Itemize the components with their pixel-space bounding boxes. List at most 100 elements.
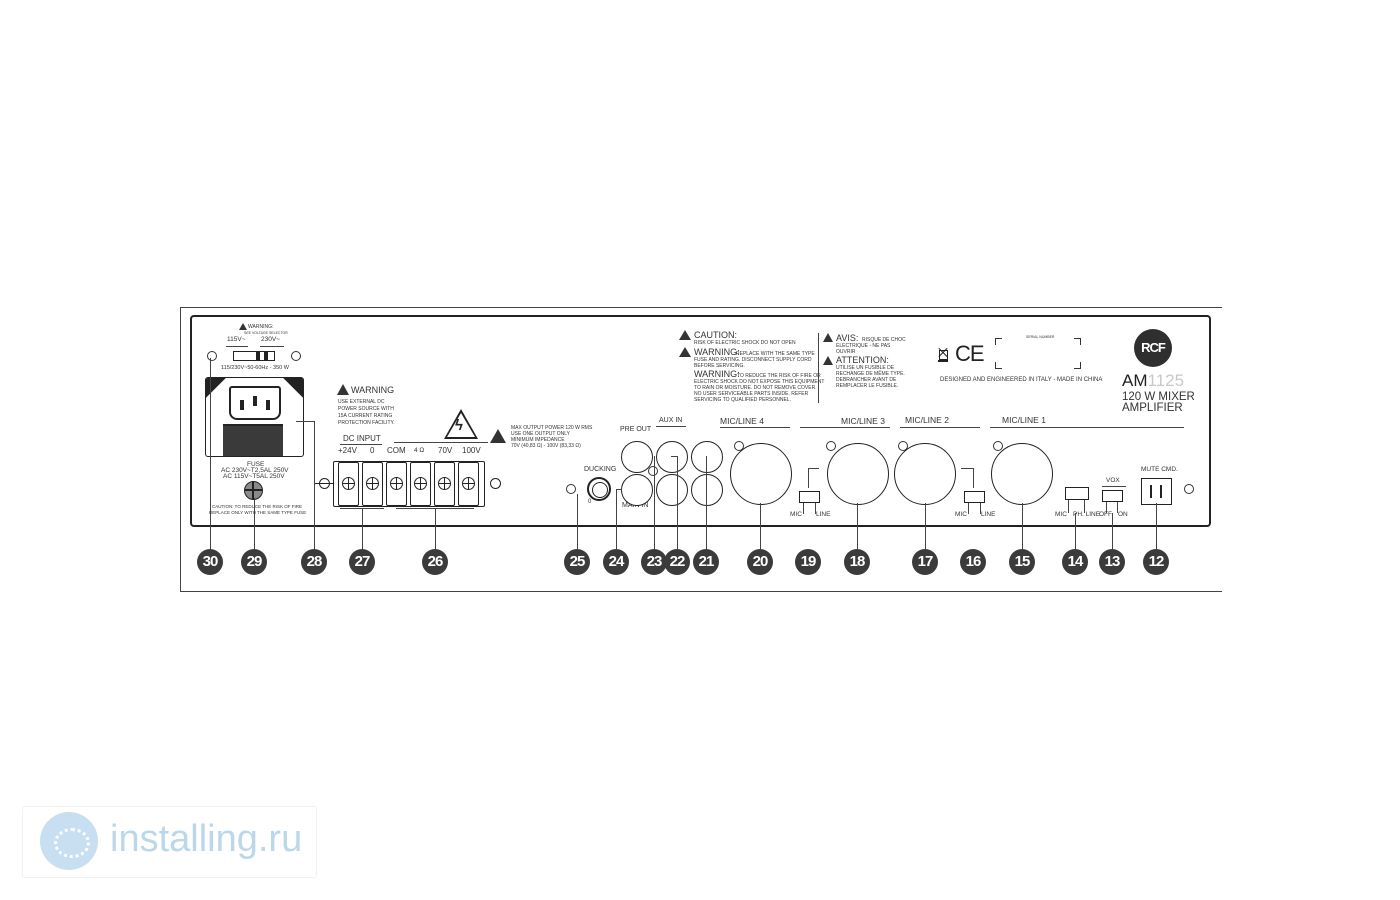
mic-line-3-xlr[interactable] xyxy=(827,443,889,505)
voltage-screw-right xyxy=(291,351,301,361)
mic3-led xyxy=(826,441,836,451)
ce-mark: CE xyxy=(955,341,985,366)
serial-number-label: SERIAL NUMBER xyxy=(1026,335,1055,339)
fuse-holder-icon[interactable] xyxy=(244,481,263,500)
mute-cmd-connector[interactable] xyxy=(1141,478,1172,505)
mic-line-4-label: MIC/LINE 4 xyxy=(720,416,764,426)
mic-line-4-xlr[interactable] xyxy=(730,443,792,505)
fuse-caution-line1: CAUTION: TO REDUCE THE RISK OF FIRE xyxy=(212,504,303,509)
warning2-line1: TO REDUCE THE RISK OF FIRE OR xyxy=(737,373,821,379)
voltage-warning-title: WARNING: xyxy=(248,324,274,330)
warning1-line2: FUSE AND RATING. DISCONNECT SUPPLY CORD xyxy=(694,357,812,363)
mic-line-switch-2[interactable] xyxy=(964,491,985,503)
iec-power-inlet[interactable] xyxy=(205,377,304,457)
terminal-4ohm[interactable] xyxy=(410,462,431,506)
speaker-4ohm-label: 4 Ω xyxy=(414,447,425,454)
dc-warning-line4: PROTECTION FACILITY. xyxy=(338,420,395,426)
mic-line-1-xlr[interactable] xyxy=(991,443,1053,505)
caution-title: CAUTION: xyxy=(694,330,738,340)
fuse-drawer[interactable] xyxy=(223,424,283,456)
caution-icon xyxy=(679,330,691,340)
mic-line-2-xlr[interactable] xyxy=(894,443,956,505)
warning1-title: WARNING: xyxy=(694,347,740,357)
ducking-zero-label: 0 xyxy=(588,499,592,505)
terminal-70v[interactable] xyxy=(434,462,455,506)
aux-in-jack-upper[interactable] xyxy=(656,441,688,473)
mic-line-switch-4[interactable] xyxy=(799,491,820,503)
mic-line-3-label: MIC/LINE 3 xyxy=(841,416,885,426)
warning1-line1: REPLACE WITH THE SAME TYPE xyxy=(736,351,815,357)
ducking-knob[interactable] xyxy=(587,477,611,501)
rcf-logo: RCF xyxy=(1134,329,1172,367)
terminal-com[interactable] xyxy=(386,462,407,506)
warning2-title: WARNING: xyxy=(694,369,740,379)
mic-line-1-label: MIC/LINE 1 xyxy=(1002,415,1046,425)
rca-divider-led xyxy=(648,466,658,476)
speaker-70v-label: 70V xyxy=(438,446,453,455)
fuse-title: FUSE xyxy=(247,461,265,468)
switch2-line-label: LINE xyxy=(981,511,996,518)
switch2-mic-label: MIC xyxy=(955,511,967,518)
callout-13: 13 xyxy=(1099,549,1125,575)
callout-18: 18 xyxy=(844,549,870,575)
avis-line3: OUVRIR xyxy=(836,349,856,355)
max-output-line1: MAX OUTPUT POWER 120 W RMS xyxy=(511,425,593,431)
aux2-jack-upper[interactable] xyxy=(691,441,723,473)
designed-in-italy: DESIGNED AND ENGINEERED IN ITALY - MADE … xyxy=(940,377,1103,383)
right-panel-screw xyxy=(1184,484,1194,494)
pre-out-jack[interactable] xyxy=(621,441,653,473)
warning2-line4: NO USER SERVICEABLE PARTS INSIDE. REFER xyxy=(694,391,809,397)
voltage-selector-switch[interactable] xyxy=(233,351,275,361)
callout-14: 14 xyxy=(1062,549,1088,575)
callout-24: 24 xyxy=(603,549,629,575)
terminal-dc-plus[interactable] xyxy=(338,462,359,506)
callout-22: 22 xyxy=(664,549,690,575)
mic-phantom-switch[interactable] xyxy=(1065,487,1089,500)
power-rating: 115/230V~50-60Hz - 350 W xyxy=(221,365,289,371)
voltage-warning-sub: SEE VOLTAGE SELECTOR xyxy=(244,331,288,335)
attention-line1: UTILISE UN FUSIBLE DE xyxy=(836,365,895,371)
panel-outer-frame xyxy=(180,307,1222,592)
fuse-caution-line2: REPLACE ONLY WITH THE SAME TYPE FUSE xyxy=(209,510,307,515)
dc-warning-line3: 15A CURRENT RATING xyxy=(338,413,393,419)
vox-off-label: OFF xyxy=(1099,511,1112,518)
model-prefix: AM xyxy=(1122,371,1148,390)
caution-text: RISK OF ELECTRIC SHOCK DO NOT OPEN xyxy=(694,340,796,346)
warning1-icon xyxy=(679,347,691,357)
callout-19: 19 xyxy=(795,549,821,575)
terminal-dc-zero[interactable] xyxy=(362,462,383,506)
pre-out-label: PRE OUT xyxy=(620,426,652,433)
callout-27: 27 xyxy=(349,549,375,575)
attention-title: ATTENTION: xyxy=(836,355,889,365)
model-desc-line2: AMPLIFIER xyxy=(1122,402,1183,414)
dc-zero-label: 0 xyxy=(370,446,375,455)
dc-input-title: DC INPUT xyxy=(343,434,381,443)
terminal-100v[interactable] xyxy=(458,462,479,506)
aux-in-jack-lower[interactable] xyxy=(656,474,688,506)
callout-29: 29 xyxy=(241,549,267,575)
watermark-text: installing.ru xyxy=(110,818,303,860)
mic1-led xyxy=(993,441,1003,451)
panel-inner-frame xyxy=(190,315,1211,527)
main-in-jack[interactable] xyxy=(621,474,653,506)
lightning-glyph: ϟ xyxy=(455,417,463,434)
warning2-line2: ELECTRIC SHOCK DO NOT EXPOSE THIS EQUIPM… xyxy=(694,379,825,385)
dc-warning-icon xyxy=(337,384,349,395)
max-output-warning-icon xyxy=(490,429,506,443)
callout-12: 12 xyxy=(1143,549,1169,575)
warning2-line5: SERVICING TO QUALIFIED PERSONNEL. xyxy=(694,397,791,403)
attention-line2: RECHANGE DE MÊME TYPE. xyxy=(836,371,905,377)
vox-on-label: ON xyxy=(1118,511,1128,518)
ducking-led xyxy=(566,484,576,494)
aux2-jack-lower[interactable] xyxy=(691,474,723,506)
attention-line4: REMPLACER LE FUSIBLE. xyxy=(836,383,899,389)
vox-switch[interactable] xyxy=(1102,490,1123,502)
voltage-warning-icon xyxy=(239,323,247,330)
terminal-block xyxy=(333,461,485,507)
avis-line1: RISQUE DE CHOC xyxy=(862,337,906,343)
dc-warning-title: WARNING xyxy=(351,385,395,395)
switch1-mic-label: MIC xyxy=(1055,511,1067,518)
dc-warning-line2: POWER SOURCE WITH xyxy=(338,406,394,412)
terminal-screw-right xyxy=(490,478,501,489)
callout-30: 30 xyxy=(197,549,223,575)
